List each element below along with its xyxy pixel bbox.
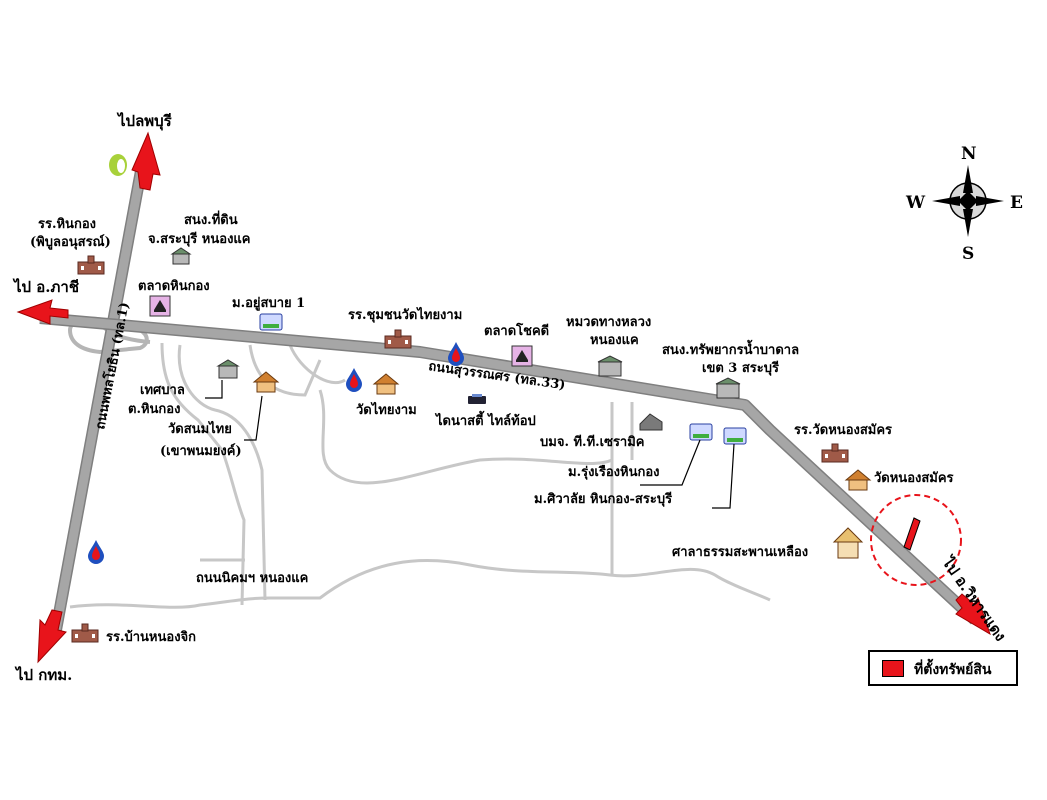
government-building-icon bbox=[170, 247, 192, 265]
village-icon bbox=[259, 313, 283, 331]
school-icon bbox=[77, 255, 105, 275]
label-siwalai: ม.ศิวาลัย หินกอง-สระบุรี bbox=[534, 491, 672, 507]
arrow-wiharn-daeng-icon bbox=[955, 593, 991, 636]
compass-arrow-south-icon bbox=[963, 209, 973, 237]
arrow-bangkok-icon bbox=[37, 609, 67, 664]
arrow-phachi-icon bbox=[16, 299, 69, 325]
school-icon bbox=[384, 329, 412, 349]
label-rr-wat-nong-samakhon: รร.วัดหนองสมัคร bbox=[794, 423, 892, 438]
label-land-office: สนง.ที่ดิน bbox=[184, 210, 238, 228]
icons bbox=[71, 154, 872, 643]
legend-property-swatch bbox=[882, 660, 904, 677]
government-building-icon bbox=[715, 377, 741, 399]
label-land-office-sub: จ.สระบุรี หนองแค bbox=[148, 231, 251, 247]
label-rungrueang: ม.รุ่งเรืองหินกอง bbox=[568, 464, 660, 480]
label-rr-hinkong: รร.หินกอง bbox=[38, 217, 96, 232]
label-rr-chumchon: รร.ชุมชนวัดไทยงาม bbox=[348, 306, 462, 323]
gas-station-icon bbox=[346, 368, 362, 392]
gas-station-icon bbox=[88, 540, 104, 564]
label-tt-ceramic: บมจ. ที.ที.เซรามิค bbox=[540, 434, 645, 450]
label-dynasty-tiles: ไดนาสตี้ ไทล์ท้อป bbox=[434, 410, 536, 429]
label-highway-district: หมวดทางหลวง bbox=[566, 315, 651, 330]
factory-icon bbox=[639, 413, 663, 431]
road-suwannasorn bbox=[39, 312, 980, 625]
label-highway-district-sub: หนองแค bbox=[590, 333, 639, 348]
compass-rose: N S E W bbox=[905, 144, 1023, 264]
compass-arrow-east-icon bbox=[976, 196, 1004, 206]
compass-s: S bbox=[962, 244, 974, 264]
label-wat-sanom-thai-sub: (เขาพนมยงค์) bbox=[160, 443, 242, 459]
label-thetsaban: เทศบาล bbox=[140, 383, 185, 398]
property-marker-icon bbox=[903, 517, 921, 551]
legend: ที่ตั้งทรัพย์สิน bbox=[868, 650, 1018, 686]
label-groundwater: สนง.ทรัพยากรน้ำบาดาล bbox=[662, 339, 799, 358]
label-rr-ban-nong-chik: รร.บ้านหนองจิก bbox=[106, 629, 196, 645]
compass-e: E bbox=[1010, 193, 1023, 213]
compass-n: N bbox=[961, 144, 977, 164]
label-moo-yoo-sabai: ม.อยู่สบาย 1 bbox=[232, 296, 305, 311]
road-phahonyothin bbox=[50, 158, 149, 632]
minor-roads bbox=[69, 342, 771, 609]
temple-icon bbox=[252, 371, 280, 393]
label-wat-thaingam: วัดไทยงาม bbox=[356, 401, 417, 418]
village-icon bbox=[689, 423, 713, 441]
label-rr-hinkong-sub: (พิบูลอนุสรณ์) bbox=[30, 234, 111, 250]
direction-phachi-label: ไป อ.ภาชี bbox=[12, 277, 79, 296]
government-building-icon bbox=[597, 355, 623, 377]
government-building-icon bbox=[216, 359, 240, 379]
school-icon bbox=[71, 623, 99, 643]
legend-property-label: ที่ตั้งทรัพย์สิน bbox=[914, 662, 992, 678]
ptt-logo-icon bbox=[109, 154, 127, 176]
label-wat-nong-samakhon: วัดหนองสมัคร bbox=[874, 471, 954, 486]
market-icon bbox=[149, 295, 171, 317]
compass-w: W bbox=[905, 193, 926, 213]
direction-lopburi-label: ไปลพบุรี bbox=[116, 111, 173, 131]
property-location bbox=[870, 494, 962, 586]
label-groundwater-sub: เขต 3 สระบุรี bbox=[702, 360, 779, 376]
market-icon bbox=[511, 345, 533, 367]
label-thetsaban-sub: ต.หินกอง bbox=[128, 402, 180, 417]
factory-icon bbox=[468, 394, 486, 404]
leader-lines bbox=[205, 380, 735, 509]
temple-icon bbox=[844, 469, 872, 491]
direction-bangkok-label: ไป กทม. bbox=[14, 665, 72, 684]
road-label-nikhom: ถนนนิคมฯ หนองแค bbox=[196, 571, 308, 586]
temple-icon bbox=[372, 373, 400, 395]
arrow-lopburi-icon bbox=[131, 131, 161, 191]
label-talat-chokdee: ตลาดโชคดี bbox=[484, 322, 549, 339]
village-icon bbox=[723, 427, 747, 445]
school-icon bbox=[821, 443, 849, 463]
compass-arrow-west-icon bbox=[932, 196, 960, 206]
compass-arrow-north-icon bbox=[963, 165, 973, 193]
direction-arrows bbox=[16, 131, 991, 664]
gas-station-icon bbox=[448, 342, 464, 366]
temple-icon bbox=[832, 527, 864, 559]
label-talat-hinkong: ตลาดหินกอง bbox=[138, 279, 210, 294]
label-wat-sanom-thai: วัดสนมไทย bbox=[168, 420, 232, 437]
place-labels: รร.หินกอง (พิบูลอนุสรณ์) สนง.ที่ดิน จ.สร… bbox=[30, 210, 954, 645]
label-sala-tham: ศาลาธรรมสะพานเหลือง bbox=[672, 544, 808, 560]
